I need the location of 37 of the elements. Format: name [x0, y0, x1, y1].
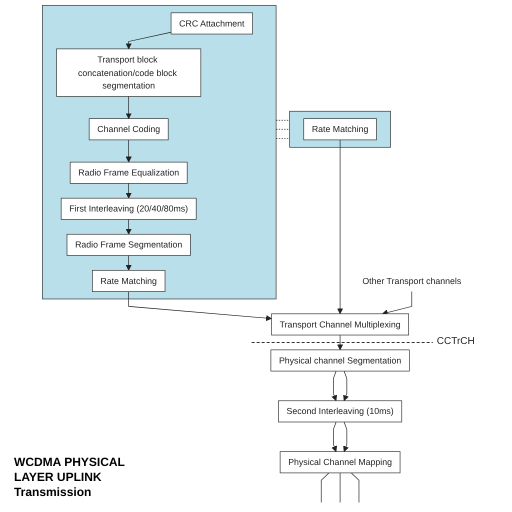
cluster: [289, 110, 392, 148]
connector: [276, 128, 290, 130]
diagram-title: WCDMA PHYSICAL LAYER UPLINK Transmission: [14, 455, 126, 500]
connector: [321, 472, 330, 503]
arrow: [126, 183, 132, 198]
connector: [340, 472, 341, 503]
node-box: Rate Matching: [304, 118, 377, 140]
node-box: Rate Matching: [92, 270, 166, 292]
channel-label: CCTrCH: [436, 336, 475, 348]
arrow: [332, 422, 338, 452]
arrow: [128, 291, 272, 322]
cluster: [42, 5, 277, 300]
arrow: [382, 291, 412, 316]
arrow: [126, 32, 172, 50]
arrow: [126, 255, 132, 271]
arrow: [332, 370, 338, 402]
node-box: Channel Coding: [88, 118, 169, 140]
connector: [276, 120, 290, 121]
node-box: Second Interleaving (10ms): [278, 400, 402, 422]
arrow: [126, 96, 132, 119]
arrow: [337, 334, 344, 350]
node-box: First Interleaving (20/40/80ms): [60, 198, 197, 220]
node-box: CRC Attachment: [170, 12, 253, 34]
arrow: [343, 422, 349, 452]
arrow: [126, 219, 132, 235]
node-box: Physical Channel Mapping: [280, 451, 401, 474]
arrow: [343, 370, 349, 402]
connector: [351, 472, 360, 503]
node-box: Transport Channel Multiplexing: [271, 313, 410, 336]
arrow: [126, 140, 132, 162]
node-text: Other Transport channels: [362, 276, 462, 286]
connector: [276, 138, 290, 139]
arrow: [337, 140, 344, 314]
node-box: Transport block concatenation/code block segmentation: [56, 48, 202, 97]
node-box: Radio Frame Equalization: [70, 162, 188, 184]
node-box: Radio Frame Segmentation: [66, 234, 191, 256]
node-box: Physical channel Segmentation: [270, 350, 410, 372]
